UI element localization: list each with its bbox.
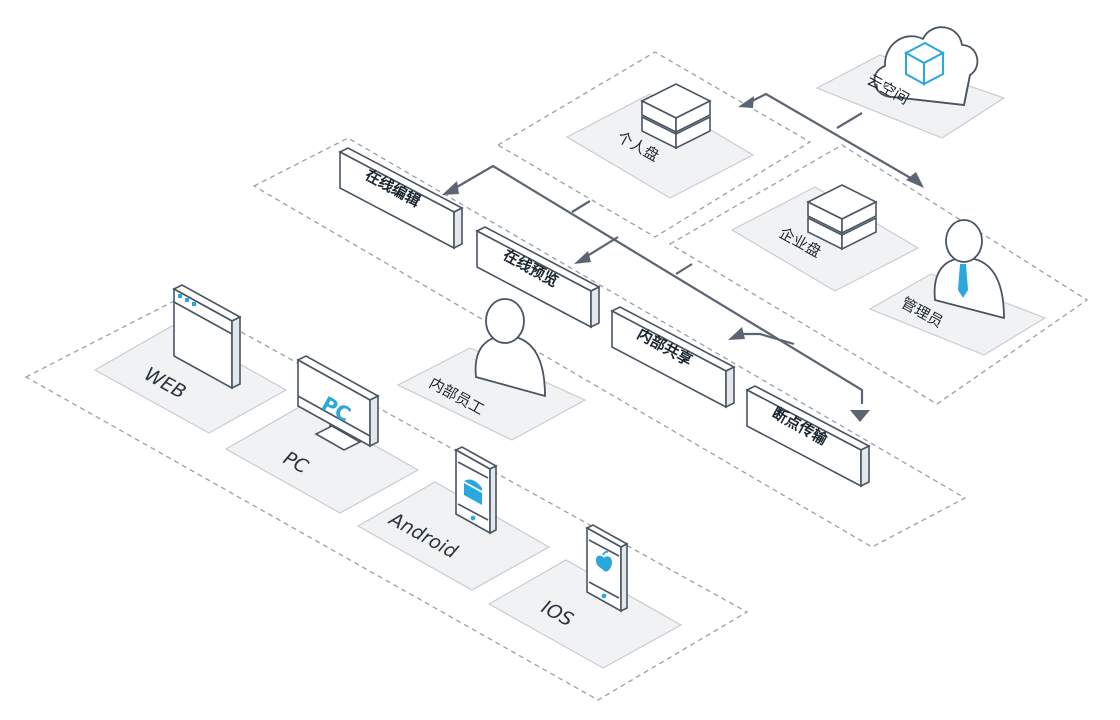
arrow-to-preview: [574, 251, 591, 264]
zone-personal: [496, 51, 812, 238]
link-preview: [583, 236, 619, 259]
link-cloud-personal-2: [747, 92, 915, 181]
zone-enterprise: [668, 144, 1089, 405]
feature-block-resume: [745, 385, 871, 488]
pad-pc: [224, 404, 420, 514]
link-share: [740, 332, 795, 346]
zone-features: [252, 137, 967, 548]
pad-employee: [396, 347, 587, 441]
cube-icon: [903, 41, 946, 86]
android-icon: [464, 479, 482, 505]
pad-android: [356, 481, 551, 591]
feature-block-preview: [475, 226, 601, 329]
pad-ios: [487, 559, 683, 669]
zone-platforms: [24, 297, 749, 701]
arrow-to-personal: [738, 96, 754, 108]
pad-personal: [565, 93, 755, 199]
link-cloud-personal: [836, 112, 863, 129]
browser-window-icon: [172, 284, 242, 390]
user-icon: [474, 298, 546, 398]
pad-admin: [868, 273, 1047, 356]
arrow-to-edit: [442, 181, 459, 195]
feature-block-edit: [338, 147, 464, 250]
link-trunk-tick-2: [675, 263, 693, 275]
arrow-to-enterprise: [906, 172, 924, 188]
pad-web: [93, 325, 288, 434]
arrow-to-share: [728, 327, 745, 340]
server-stack-icon: [806, 184, 878, 251]
feature-block-share: [610, 306, 736, 409]
link-main-trunk: [456, 164, 864, 404]
arrow-to-resume: [850, 410, 870, 422]
server-stack-icon: [640, 83, 712, 150]
user-icon: [933, 219, 1005, 320]
link-trunk-tick-1: [571, 200, 591, 213]
tie-icon: [958, 264, 968, 298]
monitor-icon: PC: [296, 355, 380, 451]
apple-icon: [596, 550, 612, 572]
